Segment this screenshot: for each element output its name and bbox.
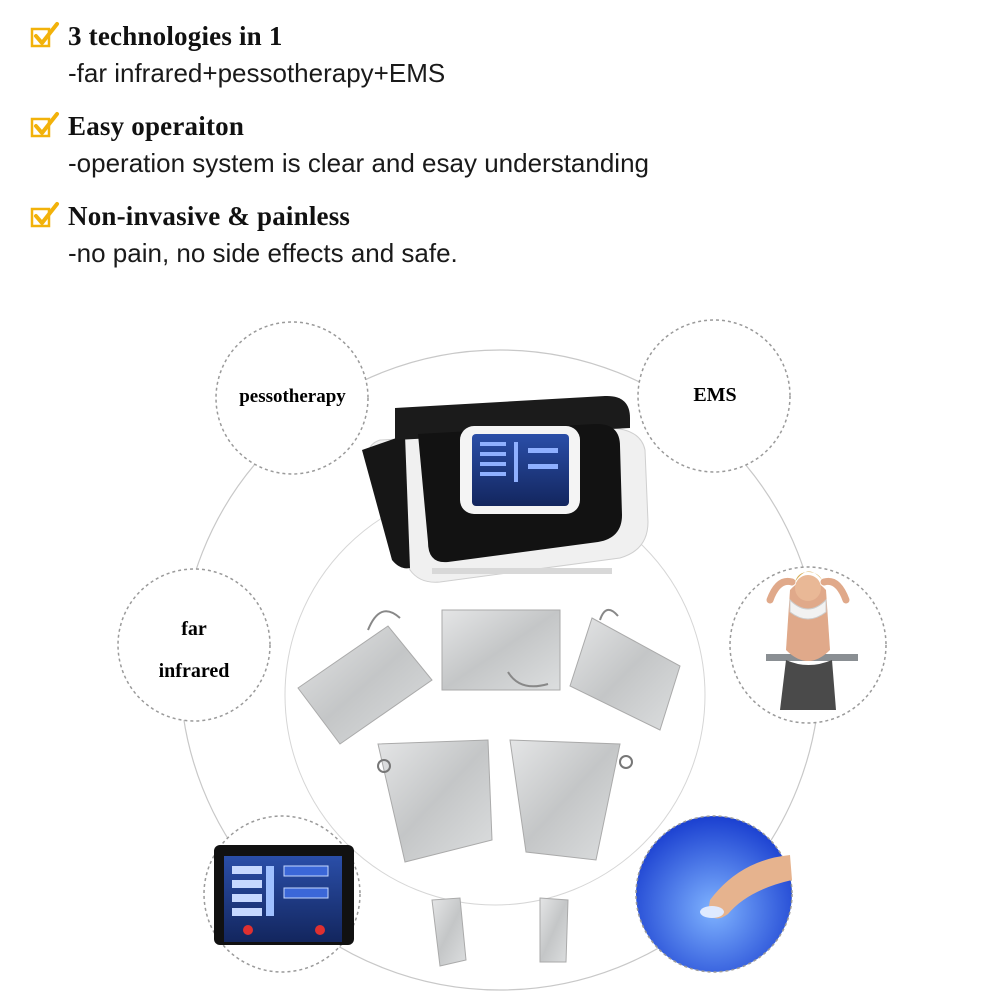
checkmark-icon: [30, 112, 59, 138]
feature-item-easy-operation: Easy operaiton -operation system is clea…: [30, 108, 970, 182]
bubble-far-infrared: [117, 568, 271, 722]
feature-title: 3 technologies in 1: [68, 21, 283, 51]
checkmark-icon: [30, 22, 59, 48]
feature-description: -operation system is clear and esay unde…: [68, 148, 649, 178]
bubble-label-pessotherapy: pessotherapy: [239, 386, 346, 407]
feature-description: -far infrared+pessotherapy+EMS: [68, 58, 446, 88]
bubble-control-screen: [203, 815, 361, 973]
suit-pads: [297, 609, 681, 967]
device-machine: [362, 395, 649, 583]
feature-list: 3 technologies in 1 -far infrared+pessot…: [30, 18, 970, 288]
bubble-label-line: far: [181, 618, 207, 640]
bubble-body-photo: [729, 566, 887, 724]
bubble-label-ems: EMS: [693, 384, 737, 406]
bubble-label-far-infrared: far infrared: [120, 608, 268, 692]
product-diagram: pessotherapy EMS far infrared: [0, 300, 1000, 1000]
bubble-label-line: infrared: [158, 660, 230, 682]
checkmark-icon: [30, 202, 59, 228]
bubble-pessotherapy: [215, 321, 369, 475]
bubble-ems: [637, 319, 791, 473]
diagram-illustration: [117, 319, 887, 991]
feature-item-technologies: 3 technologies in 1 -far infrared+pessot…: [30, 18, 970, 92]
bubble-touch-photo: [635, 815, 793, 973]
feature-item-painless: Non-invasive & painless -no pain, no sid…: [30, 198, 970, 272]
feature-description: -no pain, no side effects and safe.: [68, 238, 458, 268]
feature-title: Non-invasive & painless: [68, 201, 351, 231]
feature-title: Easy operaiton: [68, 111, 245, 141]
